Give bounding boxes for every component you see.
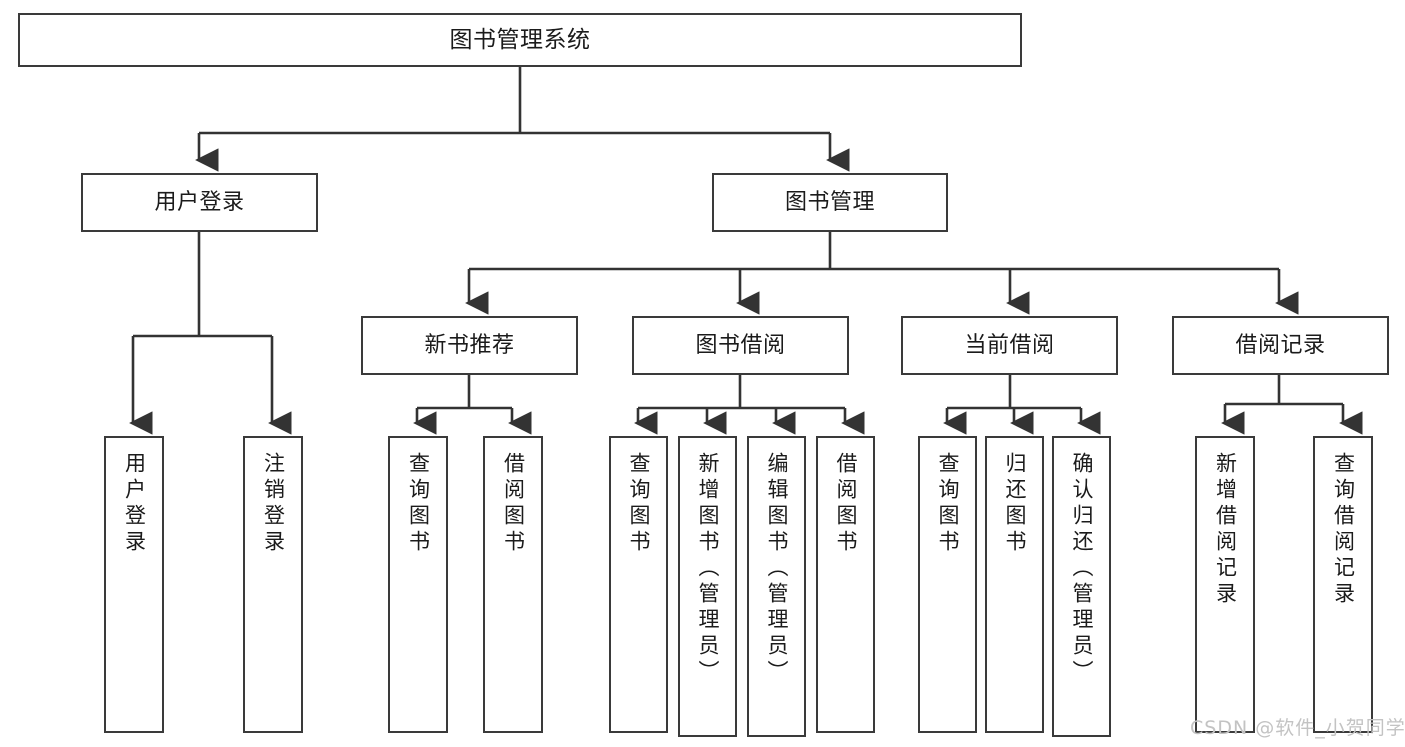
node-borrow-record[interactable]: 借阅记录 (1172, 316, 1389, 375)
node-current-borrow[interactable]: 当前借阅 (901, 316, 1118, 375)
node-book-borrow[interactable]: 图书借阅 (632, 316, 849, 375)
node-user-login[interactable]: 用户登录 (81, 173, 318, 232)
node-leaf-logout-label: 注销登录 (261, 452, 286, 556)
node-leaf-edit-book-label: 编辑图书（管理员） (765, 452, 789, 686)
node-leaf-query-book-2-label: 查询图书 (627, 452, 651, 556)
node-leaf-user-login-label: 用户登录 (122, 452, 147, 556)
node-leaf-borrow-book-1[interactable]: 借阅图书 (483, 436, 543, 733)
watermark: CSDN @软件_小贺同学 (1190, 717, 1405, 739)
node-book-manage-label: 图书管理 (784, 189, 875, 215)
node-leaf-edit-book[interactable]: 编辑图书（管理员） (747, 436, 806, 737)
node-leaf-add-book[interactable]: 新增图书（管理员） (678, 436, 737, 737)
node-leaf-query-book-3[interactable]: 查询图书 (918, 436, 977, 733)
node-leaf-user-login[interactable]: 用户登录 (104, 436, 164, 733)
node-leaf-query-book-1[interactable]: 查询图书 (388, 436, 448, 733)
node-leaf-borrow-book-1-label: 借阅图书 (501, 452, 526, 556)
node-leaf-borrow-book-2[interactable]: 借阅图书 (816, 436, 875, 733)
node-book-manage[interactable]: 图书管理 (712, 173, 948, 232)
node-leaf-query-book-3-label: 查询图书 (936, 452, 960, 556)
node-leaf-add-record-label: 新增借阅记录 (1213, 452, 1238, 608)
node-root-label: 图书管理系统 (449, 26, 591, 53)
node-new-book-recommend[interactable]: 新书推荐 (361, 316, 578, 375)
node-current-borrow-label: 当前借阅 (964, 332, 1055, 358)
node-borrow-record-label: 借阅记录 (1235, 332, 1326, 358)
node-leaf-add-book-label: 新增图书（管理员） (696, 452, 720, 686)
node-leaf-confirm-return-label: 确认归还（管理员） (1070, 452, 1094, 686)
node-leaf-return-book-label: 归还图书 (1003, 452, 1027, 556)
node-root[interactable]: 图书管理系统 (18, 13, 1022, 67)
node-leaf-return-book[interactable]: 归还图书 (985, 436, 1044, 733)
node-book-borrow-label: 图书借阅 (695, 332, 786, 358)
node-leaf-query-book-1-label: 查询图书 (406, 452, 431, 556)
node-user-login-label: 用户登录 (154, 189, 245, 215)
node-leaf-query-record-label: 查询借阅记录 (1331, 452, 1356, 608)
node-leaf-query-book-2[interactable]: 查询图书 (609, 436, 668, 733)
node-leaf-query-record[interactable]: 查询借阅记录 (1313, 436, 1373, 733)
node-leaf-borrow-book-2-label: 借阅图书 (834, 452, 858, 556)
node-leaf-add-record[interactable]: 新增借阅记录 (1195, 436, 1255, 733)
node-new-book-recommend-label: 新书推荐 (424, 332, 515, 358)
node-leaf-confirm-return[interactable]: 确认归还（管理员） (1052, 436, 1111, 737)
node-leaf-logout[interactable]: 注销登录 (243, 436, 303, 733)
